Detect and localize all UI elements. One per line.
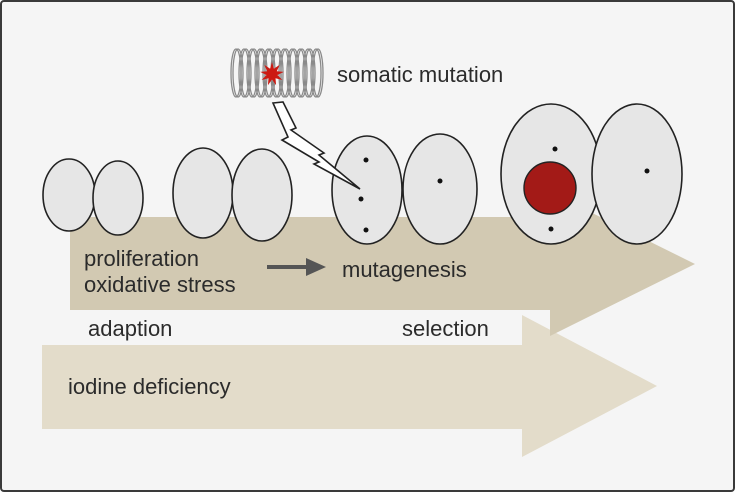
cell-nucleus-dot [363,227,369,233]
dna-coil [312,48,324,98]
mutant-nucleus [523,161,577,215]
dna-coil [304,48,316,98]
dna-coil [232,48,244,98]
thyroid-cell [331,135,403,245]
thyroid-cell [231,148,293,242]
cell-nucleus-dot [548,226,554,232]
thyroid-cell [402,133,478,245]
mutagenesis-label: mutagenesis [342,257,467,282]
cell-nucleus-dot [363,157,369,163]
cell-pair-normal-1 [42,158,144,236]
process-arrow [267,258,326,276]
cell-nucleus-dot [644,168,650,174]
dna-coil [310,48,322,98]
iodine-deficiency-label: iodine deficiency [68,374,231,399]
dna-coil [288,48,300,98]
dna-coil [296,48,308,98]
proliferation-label: proliferation [84,246,199,271]
lightning-bolt-icon [271,101,361,190]
thyroid-cell [591,103,683,245]
cell-pair-normal-2 [172,147,293,242]
adaption-label: adaption [88,316,173,341]
thyroid-cell [172,147,234,239]
cell-pair-mutagenesis [331,133,478,245]
oxidative-stress-label: oxidative stress [84,272,236,297]
iodine-deficiency-arrow [42,315,657,457]
cell-nucleus-dot [437,178,443,184]
thyroid-cell [42,158,96,232]
cell-nucleus-dot [552,146,558,152]
cell-pair-selection [500,103,683,245]
somatic-mutation-label: somatic mutation [337,62,504,87]
dna-coil [240,48,252,98]
selection-label: selection [402,316,489,341]
mutation-burst-icon [260,62,284,86]
cell-nucleus-dot [358,196,364,202]
thyroid-cell [92,160,144,236]
dna-coil [248,48,260,98]
